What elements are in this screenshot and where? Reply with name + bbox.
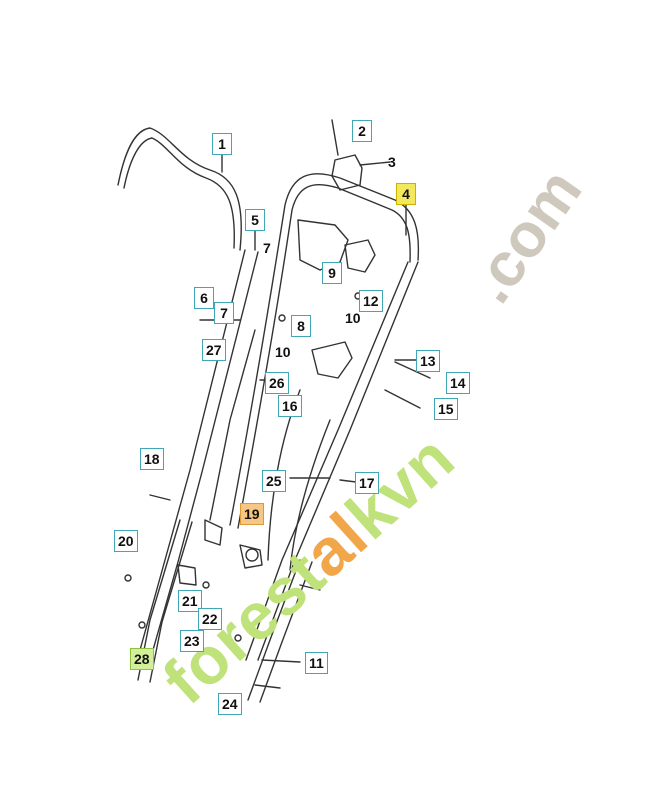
bolt-24 [254,684,281,689]
bolt-11 [261,659,301,663]
part-label-17: 17 [355,472,379,494]
part-label-12: 12 [359,290,383,312]
cable-26 [209,329,256,521]
part-label-15: 15 [434,398,458,420]
part-label-23: 23 [180,630,204,652]
handle-right-tube-inner [245,261,409,661]
part-label-26: 26 [265,372,289,394]
handle-right-tube [257,261,419,661]
lower-left-arm-inner [149,521,193,683]
part-label-9: 9 [322,262,342,284]
control-cover-10 [344,239,376,273]
lower-right-arm [247,559,301,701]
bolt-14 [394,361,431,379]
clamp-19 [204,519,223,546]
part-label-7a: 7 [263,240,271,256]
part-label-6: 6 [194,287,214,309]
part-label-4: 4 [396,183,416,205]
nut-20 [124,574,132,582]
part-label-19: 19 [240,503,264,525]
part-label-10a: 10 [345,310,361,326]
bolt-18 [149,494,171,501]
nut-19 [245,548,259,562]
bail-lever [117,127,242,251]
part-label-24: 24 [218,693,242,715]
nut-28 [138,621,146,629]
part-label-20: 20 [114,530,138,552]
leader-3 [359,161,391,166]
part-label-1: 1 [212,133,232,155]
handle-top-loop-inner [237,184,411,529]
nut-10a [278,314,286,322]
control-knob-3 [331,154,363,191]
part-label-16: 16 [278,395,302,417]
part-label-3: 3 [388,154,396,170]
part-label-18: 18 [140,448,164,470]
part-label-11: 11 [305,652,328,674]
bail-lever-inner [123,137,235,249]
knob-25 [239,544,263,569]
handle-top-loop [229,173,420,526]
handle-left-tube-inner [152,251,259,651]
part-label-10b: 10 [275,344,291,360]
leader-17 [339,479,357,483]
part-label-27: 27 [202,339,226,361]
part-label-7b: 7 [214,302,234,324]
bracket-21 [177,564,197,586]
nut-23 [234,634,242,642]
part-label-13: 13 [416,350,440,372]
throttle-16 [311,341,353,379]
part-label-25: 25 [262,470,286,492]
part-label-21: 21 [178,590,202,612]
lower-right-arm-inner [259,561,313,703]
cable-25 [289,419,331,571]
bolt-15 [384,389,421,409]
part-label-5: 5 [245,209,265,231]
part-label-2: 2 [352,120,372,142]
nut-22 [202,581,210,589]
screw-2 [331,119,339,156]
part-label-8: 8 [291,315,311,337]
part-label-14: 14 [446,372,470,394]
bolt-17 [299,584,321,591]
part-label-22: 22 [198,608,222,630]
part-label-28: 28 [130,648,154,670]
